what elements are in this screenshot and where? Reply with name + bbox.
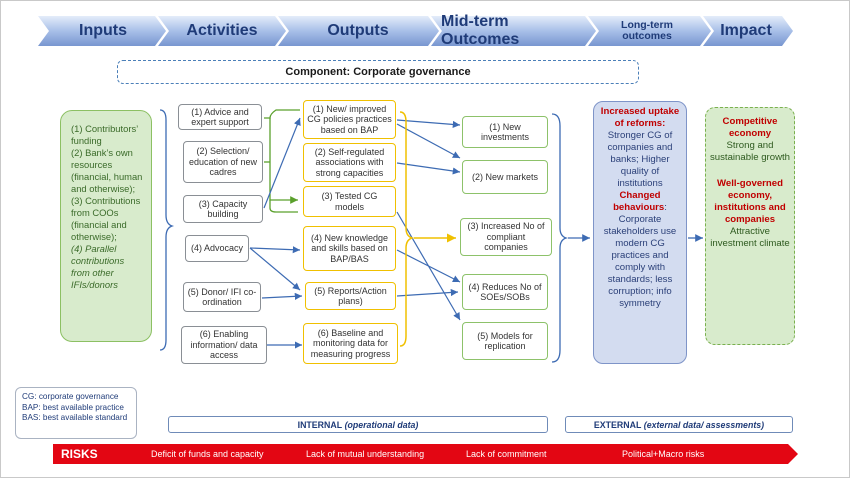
output-5: (5) Reports/Action plans)	[305, 282, 396, 310]
internal-data-bar: INTERNAL (operational data)	[168, 416, 548, 433]
midterm-5: (5) Models for replication	[462, 322, 548, 360]
risk-item: Lack of mutual understanding	[306, 449, 425, 459]
stage-inputs: Inputs	[79, 22, 127, 39]
legend-item: BAP: best available practice	[22, 402, 124, 412]
midterm-3: (3) Increased No of compliant companies	[460, 218, 552, 256]
activity-4: (4) Advocacy	[185, 235, 249, 262]
longterm-heading-2: Changed behaviours	[613, 190, 665, 213]
legend-item: CG: corporate governance	[22, 392, 119, 401]
risks-arrow-shape	[53, 444, 798, 464]
inputs-box: (1) Contributors’ funding (2) Bank’s own…	[60, 110, 152, 342]
legend-item: BAS: best available standard	[22, 413, 128, 422]
input-item: (1) Contributors’ funding	[71, 123, 138, 146]
output-3: (3) Tested CG models	[303, 186, 396, 217]
output-4: (4) New knowledge and skills based on BA…	[303, 226, 396, 271]
impact-text-2: Attractive investment climate	[710, 226, 790, 249]
risk-item: Political+Macro risks	[622, 449, 705, 459]
stage-outputs: Outputs	[327, 22, 389, 39]
impact-box: Competitive economy Strong and sustainab…	[705, 107, 795, 345]
output-1: (1) New/ improved CG policies practices …	[303, 100, 396, 139]
impact-heading-1: Competitive economy	[722, 116, 778, 139]
stage-midterm: Mid-term Outcomes	[441, 13, 520, 48]
stage-chevron-bar	[38, 16, 793, 46]
impact-text-1: Strong and sustainable growth	[710, 140, 790, 163]
risk-item: Lack of commitment	[466, 449, 547, 459]
risks-title: RISKS	[61, 447, 98, 461]
activity-1: (1) Advice and expert support	[178, 104, 262, 130]
internal-label: INTERNAL	[297, 419, 343, 430]
longterm-heading-1: Increased uptake of reforms:	[600, 106, 680, 129]
activity-2: (2) Selection/ education of new cadres	[183, 141, 263, 183]
external-sub: (external data/ assessments)	[643, 419, 765, 430]
risks-arrow: RISKS Deficit of funds and capacity Lack…	[53, 444, 798, 464]
midterm-1: (1) New investments	[462, 116, 548, 148]
longterm-text-2: : Corporate stakeholders use modern CG p…	[603, 202, 677, 309]
component-title: Component: Corporate governance	[117, 60, 639, 84]
longterm-text-1: Stronger CG of companies and banks; High…	[607, 130, 673, 189]
activity-6: (6) Enabling information/ data access	[181, 326, 267, 364]
external-label: EXTERNAL	[593, 419, 642, 430]
risk-item: Deficit of funds and capacity	[151, 449, 264, 459]
midterm-2: (2) New markets	[462, 160, 548, 194]
output-2: (2) Self-regulated associations with str…	[303, 143, 396, 182]
input-item: (2) Bank’s own resources (financial, hum…	[71, 147, 143, 194]
activity-5: (5) Donor/ IFI co-ordination	[183, 282, 261, 312]
external-data-bar: EXTERNAL (external data/ assessments)	[565, 416, 793, 433]
longterm-box: Increased uptake of reforms: Stronger CG…	[593, 101, 687, 364]
input-item-italic: (4) Parallel contributions from other IF…	[71, 243, 125, 290]
abbreviation-legend: CG: corporate governance BAP: best avail…	[15, 387, 137, 439]
impact-heading-2: Well-governed economy, institutions and …	[714, 178, 786, 225]
internal-sub: (operational data)	[344, 419, 419, 430]
activity-3: (3) Capacity building	[183, 195, 263, 223]
output-6: (6) Baseline and monitoring data for mea…	[303, 323, 398, 364]
stage-impact: Impact	[720, 22, 772, 39]
input-item: (3) Contributions from COOs (financial a…	[71, 195, 141, 242]
midterm-4: (4) Reduces No of SOEs/SOBs	[462, 274, 548, 310]
stage-longterm: Long-term outcomes	[621, 19, 673, 42]
stage-activities: Activities	[186, 22, 258, 39]
